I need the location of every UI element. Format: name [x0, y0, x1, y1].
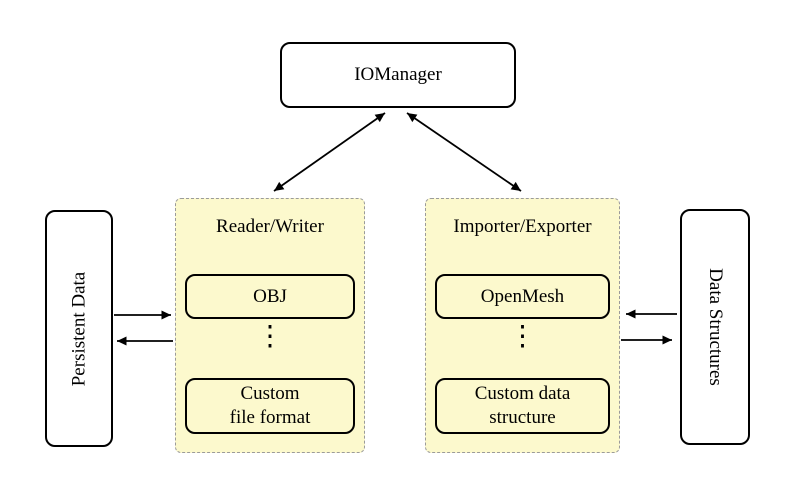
node-persistent-data: Persistent Data	[45, 210, 113, 447]
group-importer-exporter: Importer/Exporter OpenMesh ⋮ Custom data…	[425, 198, 620, 453]
group-reader-writer-title: Reader/Writer	[216, 216, 324, 237]
node-data-structures: Data Structures	[680, 209, 750, 445]
node-persistent-data-label: Persistent Data	[68, 271, 90, 386]
vertical-ellipsis-right: ⋮	[508, 321, 537, 352]
node-custom-file-format: Custom file format	[185, 378, 355, 434]
arrow-iomanager-importer-exporter	[406, 112, 522, 192]
group-reader-writer: Reader/Writer OBJ ⋮ Custom file format	[175, 198, 365, 453]
node-openmesh: OpenMesh	[435, 274, 610, 319]
node-custom-data-structure: Custom data structure	[435, 378, 610, 434]
vertical-ellipsis-left: ⋮	[256, 321, 284, 352]
node-iomanager: IOManager	[280, 42, 516, 108]
node-iomanager-label: IOManager	[354, 64, 442, 85]
node-obj: OBJ	[185, 274, 355, 319]
arrow-iomanager-reader-writer	[273, 112, 386, 192]
group-importer-exporter-title: Importer/Exporter	[453, 216, 592, 237]
node-data-structures-label: Data Structures	[705, 268, 726, 386]
